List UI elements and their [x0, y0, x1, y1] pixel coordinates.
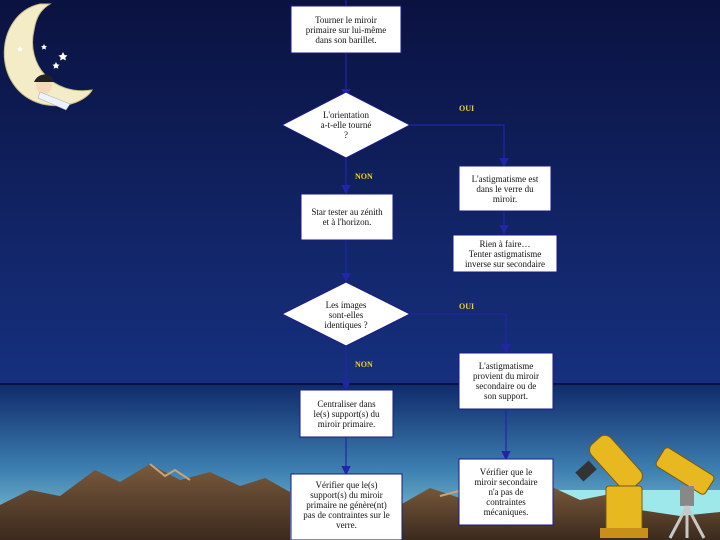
box-verify-primary: [290, 473, 403, 540]
mountains-left: [0, 464, 290, 540]
box-astig-secondary: [458, 352, 554, 410]
flow-shapes: [280, 5, 558, 540]
diamond-images: [280, 281, 412, 347]
diamond-orientation: [280, 91, 412, 159]
label-no-1: NON: [355, 172, 373, 181]
mountain-ridge-left: [149, 463, 191, 481]
label-no-2: NON: [355, 360, 373, 369]
question-orientation: L'orientation a-t-elle tourné ?: [320, 110, 372, 140]
box-rotate-primary: [290, 5, 402, 54]
box-astig-in-glass: [458, 165, 552, 212]
sleeping-child-icon: [34, 74, 71, 111]
box-centering: [299, 389, 394, 438]
step-verify-primary: Vérifier que le(s) support(s) du miroir …: [303, 480, 390, 530]
step-astig-in-glass: L'astigmatisme est dans le verre du miro…: [471, 173, 539, 204]
box-remedy: [452, 234, 558, 273]
label-yes-2: OUI: [459, 302, 475, 311]
telescope-right-icon: [655, 447, 715, 539]
box-star-test: [300, 193, 394, 241]
step-remedy: Rien à faire… Tenter astigmatisme invers…: [465, 238, 545, 269]
telescope-left-icon: [575, 434, 648, 538]
flow-connectors: [341, 0, 511, 476]
step-verify-secondary: Vérifier que le miroir secondaire n'a pa…: [474, 467, 538, 517]
crescent-moon-icon: [3, 3, 93, 106]
step-centering: Centraliser dans le(s) support(s) du mir…: [313, 398, 380, 429]
label-yes-1: OUI: [459, 104, 475, 113]
stars-icon: [17, 44, 68, 69]
step-astig-secondary: L'astigmatisme provient du miroir second…: [473, 361, 539, 401]
step-star-test: Star tester au zénith et à l'horizon.: [311, 207, 383, 227]
question-images: Les images sont-elles identiques ?: [324, 300, 368, 330]
step-rotate-primary: Tourner le miroir primaire sur lui-même …: [305, 14, 387, 45]
box-verify-secondary: [458, 458, 554, 526]
